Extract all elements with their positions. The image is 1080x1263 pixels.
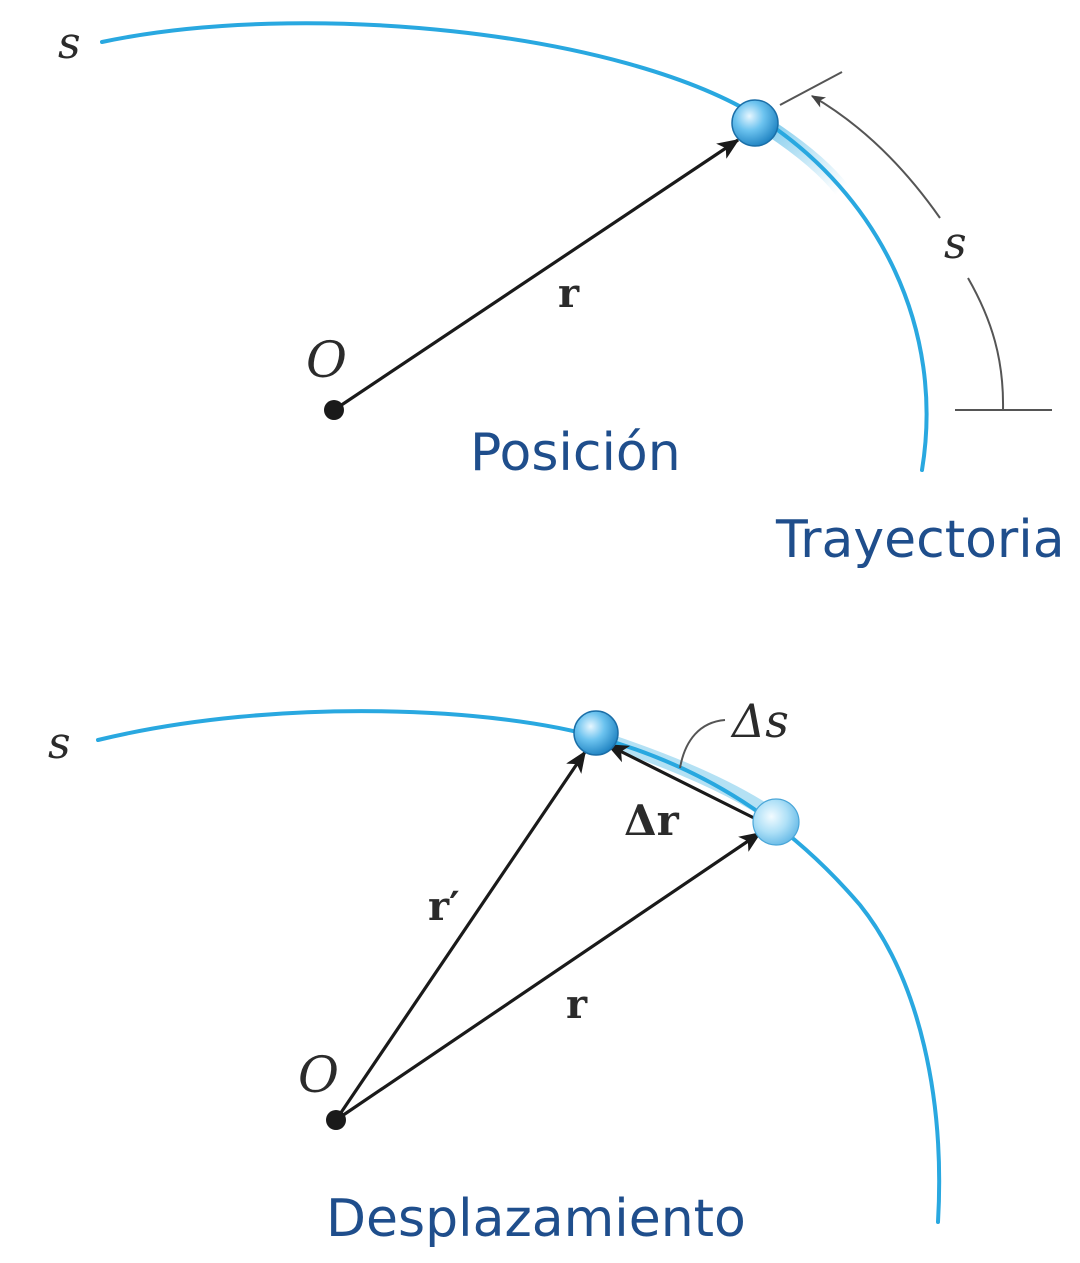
particle-initial (752, 798, 800, 846)
trajectory-caption: Trayectoria (775, 510, 1065, 570)
origin-point (324, 400, 344, 420)
arc-length-label-s: s (944, 218, 967, 269)
position-vector-r (333, 138, 740, 412)
position-vector-r-prime (334, 750, 587, 1121)
origin-label-O-bottom: O (298, 1046, 339, 1104)
trajectory-curve (100, 21, 929, 472)
arc-length-dimension-lower (967, 277, 1005, 411)
position-panel: s s r O Posición Trayectoria (58, 18, 1065, 570)
delta-s-label: Δs (730, 694, 789, 748)
displacement-caption: Desplazamiento (326, 1189, 746, 1249)
displacement-panel: s Δs Δr r′ r O Desplazamiento (48, 694, 942, 1249)
origin-point-bottom (326, 1110, 346, 1130)
motion-trail (762, 120, 850, 198)
delta-r-label: Δr (624, 796, 680, 845)
arc-length-tick-top (779, 71, 843, 106)
r-label-bottom: r (566, 981, 588, 1028)
position-vector-r-bottom (335, 831, 762, 1122)
trajectory-curve-bottom (96, 709, 942, 1224)
position-vector-label-r: r (558, 270, 580, 317)
delta-s-leader (679, 719, 726, 769)
origin-label-O: O (306, 331, 347, 389)
arc-length-dimension-upper (810, 95, 941, 219)
particle-final (573, 710, 619, 756)
displacement-trail (605, 735, 779, 822)
r-prime-label: r′ (428, 883, 460, 930)
path-label-s-bottom: s (48, 718, 71, 769)
displacement-vector-delta-r (606, 743, 763, 824)
position-caption: Posición (470, 423, 681, 483)
path-label-s: s (58, 18, 81, 69)
particle (731, 99, 779, 147)
